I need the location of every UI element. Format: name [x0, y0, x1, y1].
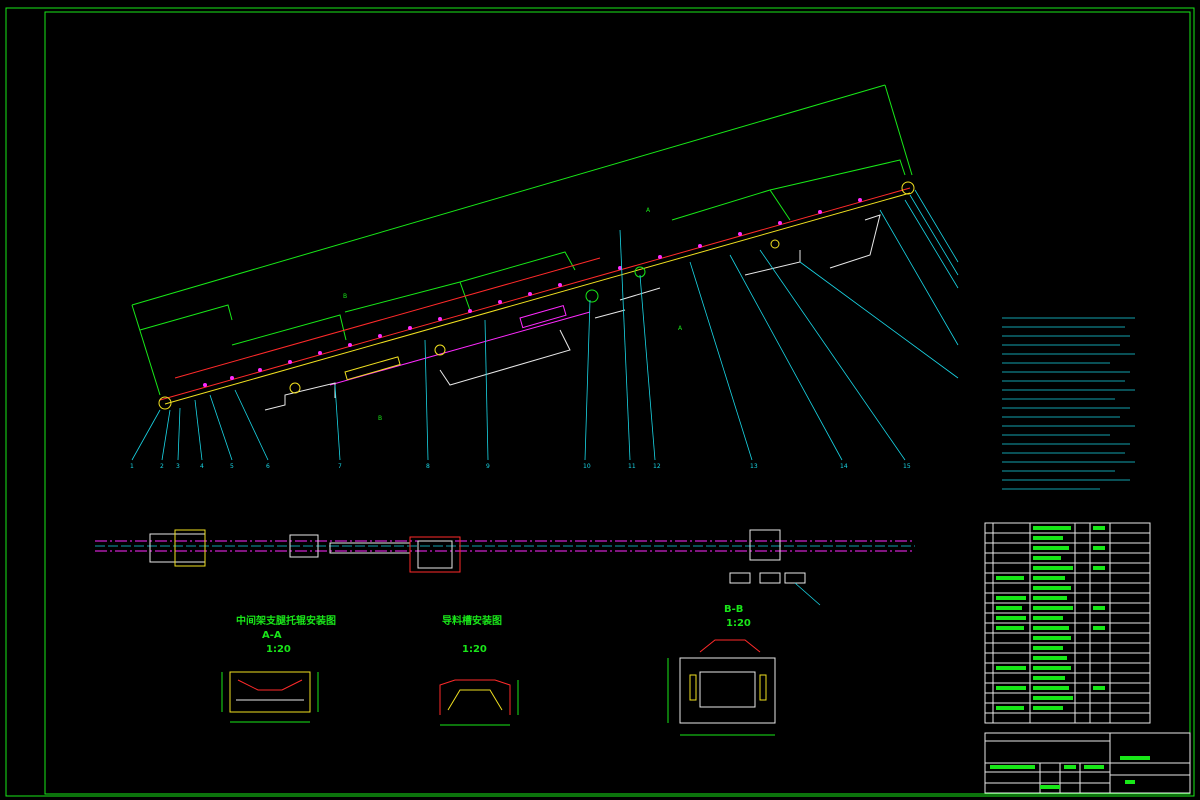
item-number-1: 1	[130, 463, 134, 470]
section-mark-b-bottom: B	[378, 415, 382, 422]
item-number-14: 14	[840, 463, 848, 470]
head-pulley	[901, 181, 915, 195]
item-number-15: 15	[903, 463, 911, 470]
section-aa-view: 中间架支腿托辊安装图 A-A 1:20	[221, 614, 336, 723]
item-number-3: 3	[176, 463, 180, 470]
item-number-2: 2	[160, 463, 164, 470]
item-number-5: 5	[230, 463, 234, 470]
section-aa-label: A-A	[262, 630, 282, 641]
guide-chute-title: 导料槽安装图	[442, 614, 502, 627]
item-number-6: 6	[266, 463, 270, 470]
bill-of-materials-table	[984, 522, 1151, 724]
conveyor-plan-view	[95, 529, 915, 606]
item-number-9: 9	[486, 463, 490, 470]
guide-chute-view: 导料槽安装图 1:20	[439, 614, 519, 726]
guide-chute-scale: 1:20	[462, 644, 487, 655]
item-number-13: 13	[750, 463, 758, 470]
section-mark-a-bottom: A	[678, 325, 683, 332]
section-mark-b-top: B	[343, 293, 347, 300]
section-aa-title: 中间架支腿托辊安装图	[236, 614, 336, 627]
section-aa-scale: 1:20	[266, 644, 291, 655]
section-mark-a-top: A	[646, 207, 651, 214]
item-number-10: 10	[583, 463, 591, 470]
item-number-4: 4	[200, 463, 204, 470]
outer-border	[5, 7, 1195, 797]
item-number-12: 12	[653, 463, 661, 470]
tail-pulley	[158, 396, 172, 410]
title-block	[984, 732, 1191, 794]
section-bb-view: B-B 1:20	[667, 604, 776, 736]
inner-border	[44, 11, 1191, 795]
item-number-7: 7	[338, 463, 342, 470]
conveyor-elevation-view: A A B B	[131, 84, 959, 461]
item-number-11: 11	[628, 463, 636, 470]
section-bb-label: B-B	[724, 604, 743, 615]
technical-notes-block	[1002, 317, 1135, 490]
section-bb-scale: 1:20	[726, 618, 751, 629]
item-number-8: 8	[426, 463, 430, 470]
